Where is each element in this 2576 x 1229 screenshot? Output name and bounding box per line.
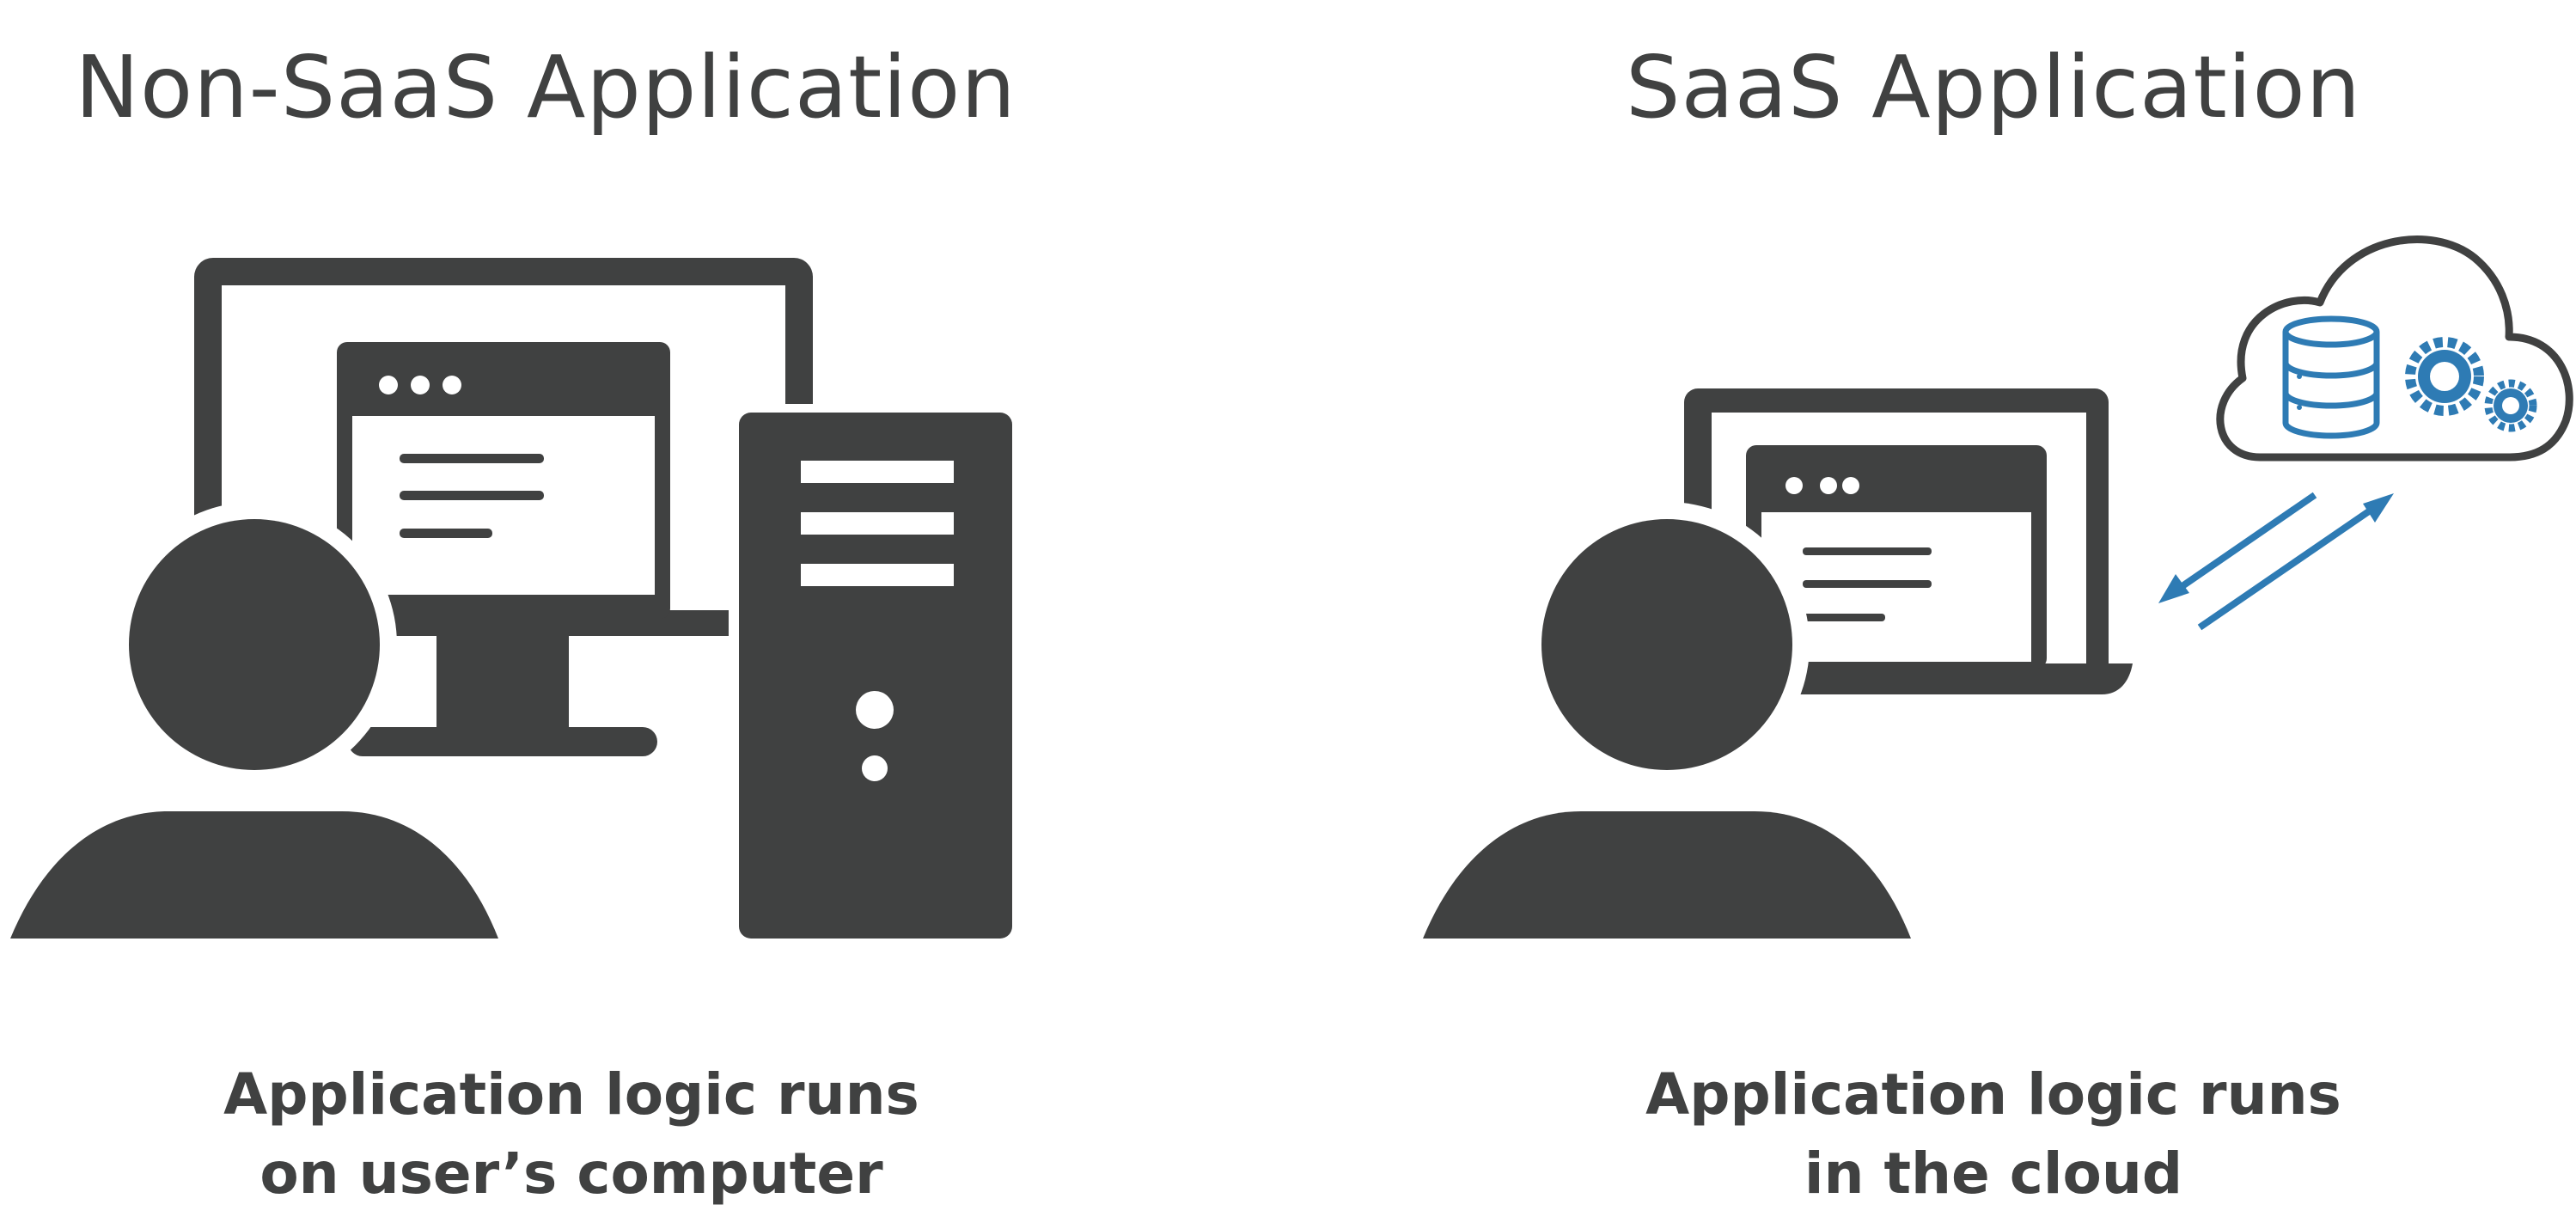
non-saas-caption: Application logic runs on user’s compute…: [172, 1055, 971, 1214]
non-saas-caption-line-1: Application logic runs: [223, 1061, 919, 1128]
saas-title: SaaS Application: [1625, 37, 2362, 138]
database-icon: [2282, 315, 2380, 439]
saas-caption-line-1: Application logic runs: [1645, 1061, 2341, 1128]
saas-caption: Application logic runs in the cloud: [1615, 1055, 2372, 1214]
bidirectional-arrows-icon: [2158, 492, 2394, 631]
browser-window-icon: [1746, 445, 2047, 669]
non-saas-title: Non-SaaS Application: [75, 37, 1016, 138]
browser-window-icon: [337, 342, 670, 619]
user-icon: [0, 502, 510, 949]
non-saas-caption-line-2: on user’s computer: [259, 1140, 883, 1207]
gears-icon: [2405, 337, 2537, 432]
tower-pc-icon: [729, 404, 1022, 954]
user-icon: [1413, 502, 1923, 949]
saas-caption-line-2: in the cloud: [1804, 1140, 2183, 1207]
cloud-icon: [2216, 235, 2573, 462]
